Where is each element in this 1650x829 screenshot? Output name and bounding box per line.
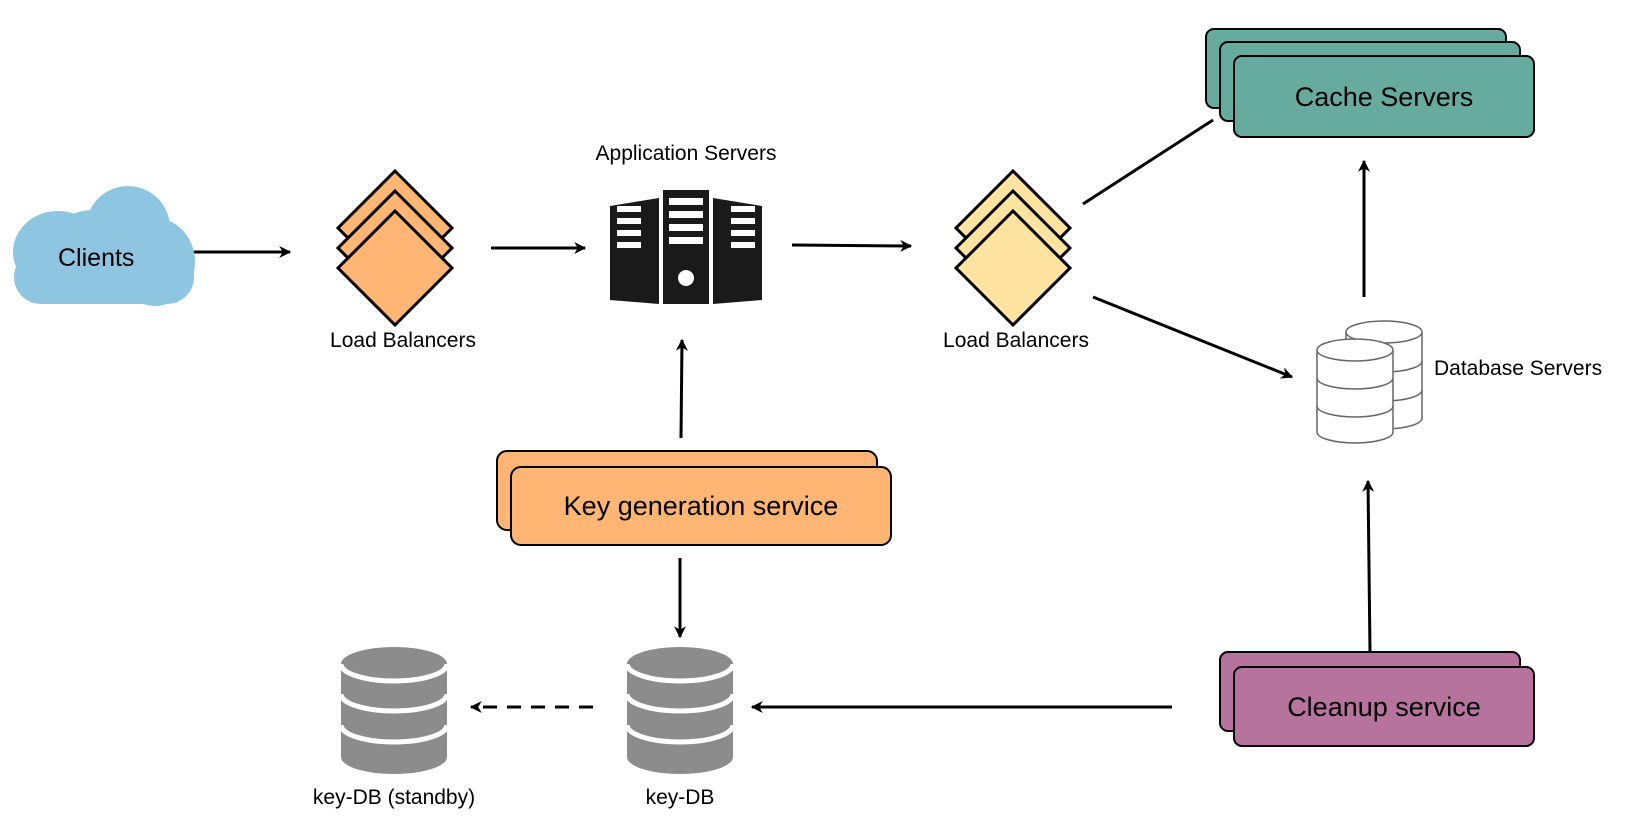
key-generation-service-stack xyxy=(496,450,892,546)
database-servers-label: Database Servers xyxy=(1434,357,1603,380)
cleanup-service-label: Cleanup service xyxy=(1287,692,1481,722)
edge-app-servers-to-lb2 xyxy=(791,239,913,252)
edges xyxy=(192,118,1375,713)
edge-key-gen-to-app-servers xyxy=(675,338,688,439)
cache-servers-stack xyxy=(1205,28,1535,138)
edge-cleanup-to-db-servers xyxy=(1362,479,1375,653)
cache-servers-label: Cache Servers xyxy=(1294,82,1474,112)
clients-label: Clients xyxy=(58,244,135,272)
database-icon xyxy=(624,647,736,774)
cleanup-service-stack xyxy=(1219,651,1535,747)
load-balancers-2-label: Load Balancers xyxy=(943,329,1089,352)
database-servers-icon xyxy=(1316,320,1423,444)
edge-lb2-to-cache-servers xyxy=(1082,118,1214,206)
load-balancer-icon xyxy=(953,168,1073,328)
load-balancers-1-label: Load Balancers xyxy=(330,329,476,352)
edge-lb2-to-db-servers xyxy=(1092,295,1294,379)
key-generation-service-label: Key generation service xyxy=(563,491,839,521)
load-balancer-icon xyxy=(335,168,455,328)
key-db-label: key-DB xyxy=(645,786,715,809)
cloud-icon xyxy=(13,186,195,306)
server-rack-icon xyxy=(610,190,762,304)
database-icon xyxy=(338,647,450,774)
application-servers-label: Application Servers xyxy=(595,142,777,165)
key-db-standby-label: key-DB (standby) xyxy=(312,786,476,809)
